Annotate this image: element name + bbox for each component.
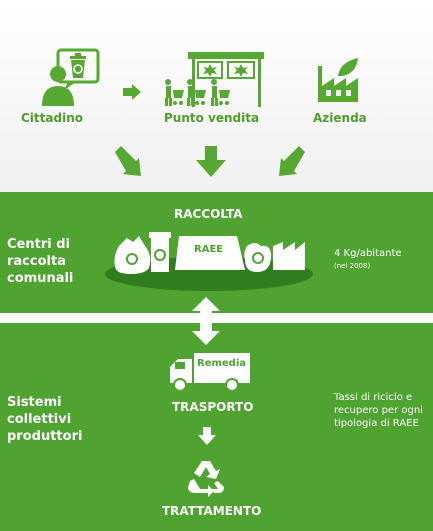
sistemi-collettivi-label: Sistemi collettivi produttori <box>7 395 83 444</box>
arrow-down-icon-azienda <box>275 146 309 180</box>
raccolta-stat: 4 Kg/abitante <box>334 248 402 259</box>
citizen-bin-icon <box>40 48 102 110</box>
arrow-down-icon-punto-vendita <box>195 146 227 178</box>
arrow-down-icon-trasporto <box>198 427 216 445</box>
arrow-down-icon-cittadino <box>111 146 145 180</box>
double-arrow-icon <box>192 297 220 345</box>
factory-icon-small <box>273 242 305 270</box>
bag-icon-2 <box>244 243 271 272</box>
centri-raccolta-label: Centri di raccolta comunali <box>7 237 74 286</box>
raee-label: RAEE <box>194 244 224 255</box>
band-separator <box>0 313 433 323</box>
riciclo-text: Tassi di riciclo e recupero per ogni tip… <box>334 392 423 429</box>
shop-shoppers-icon <box>160 48 270 108</box>
bag-icon <box>114 236 151 274</box>
source-cittadino-label: Cittadino <box>21 111 83 125</box>
container-icon <box>149 232 171 272</box>
source-azienda-label: Azienda <box>313 111 367 125</box>
truck-brand: Remedia <box>197 358 247 369</box>
trasporto-heading: TRASPORTO <box>172 400 254 414</box>
trattamento-heading: TRATTAMENTO <box>162 504 262 518</box>
arrow-right-icon <box>123 84 141 100</box>
truck-icon <box>168 353 252 393</box>
raccolta-stat-note: (nel 2008) <box>334 262 371 270</box>
recycle-icon <box>186 459 226 497</box>
factory-icon <box>316 58 364 106</box>
raee-container-icon <box>175 236 245 270</box>
collection-center-illustration <box>105 226 315 294</box>
source-punto-vendita-label: Punto vendita <box>164 111 260 125</box>
bin-icon <box>56 48 100 90</box>
shoppers-icon <box>165 79 230 106</box>
raccolta-heading: RACCOLTA <box>174 207 243 221</box>
shop-icon <box>188 52 264 107</box>
